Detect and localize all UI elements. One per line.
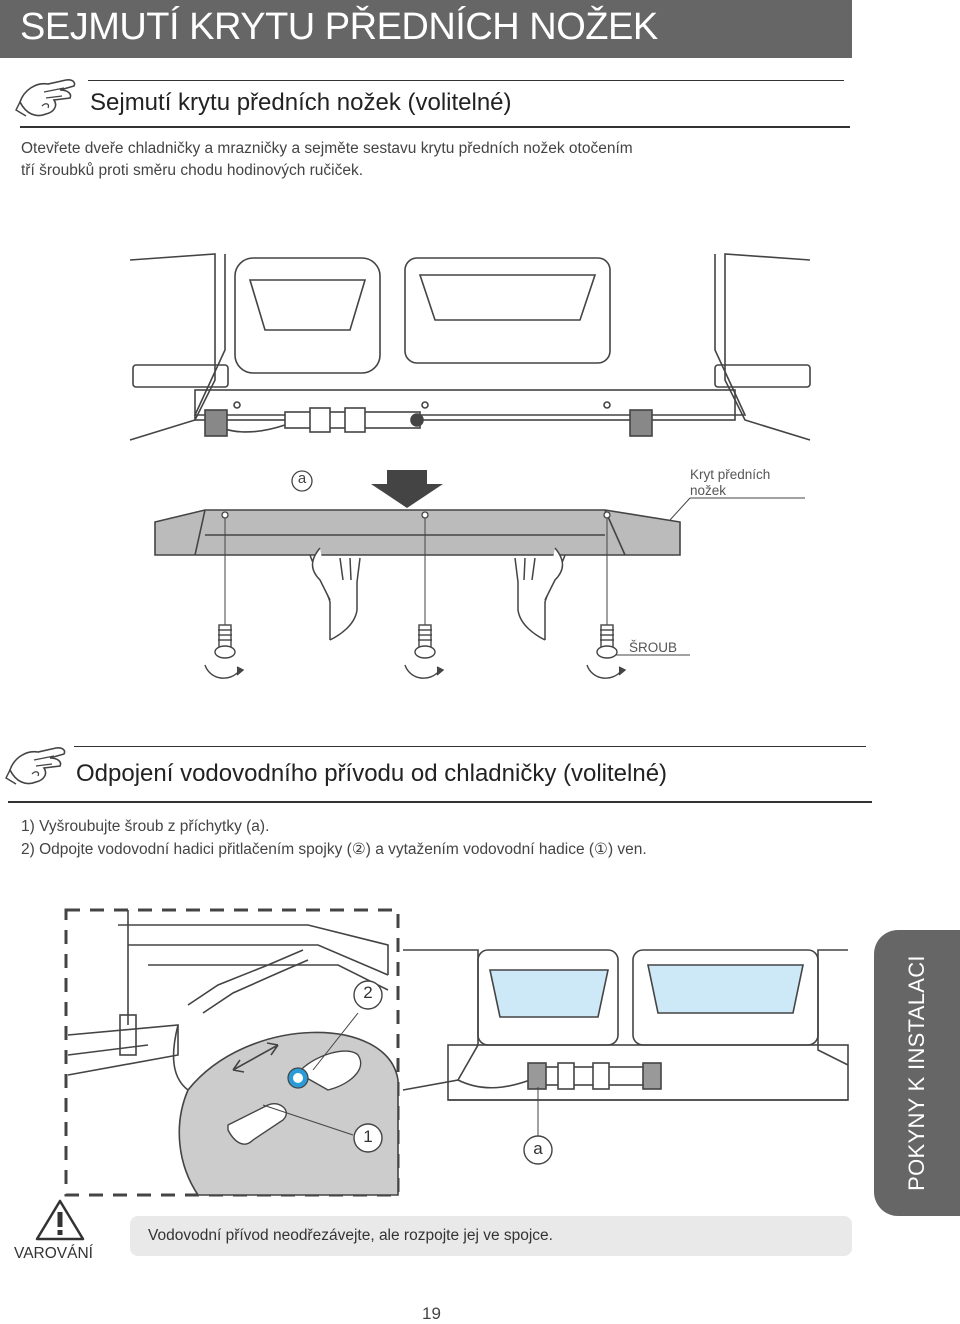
- marker-a-fig2: a: [533, 1139, 543, 1158]
- heading-rule-bottom: [20, 126, 850, 128]
- section1-heading: Sejmutí krytu předních nožek (volitelné): [90, 89, 512, 116]
- section1-body-line2: tří šroubků proti směru chodu hodinových…: [21, 162, 364, 179]
- screw-label: ŠROUB: [629, 640, 678, 655]
- side-tab-label: POKYNY K INSTALACI: [904, 955, 929, 1191]
- cover-removal-illustration: [129, 253, 811, 679]
- pointing-hand-icon: [15, 79, 76, 117]
- warning-label: VAROVÁNÍ: [14, 1245, 93, 1262]
- pointing-hand-icon: [5, 747, 66, 785]
- warning-triangle-icon: [35, 1199, 85, 1241]
- cover-label-line1: Kryt předních: [690, 467, 771, 482]
- section2-step1: 1) Vyšroubujte šroub z příchytky (a).: [21, 818, 270, 835]
- cover-label-line2: nožek: [690, 483, 727, 498]
- heading-rule-top: [88, 80, 844, 81]
- page-number: 19: [422, 1304, 441, 1323]
- warning-box: [130, 1216, 852, 1256]
- side-tab: POKYNY K INSTALACI: [874, 930, 960, 1216]
- page-title: SEJMUTÍ KRYTU PŘEDNÍCH NOŽEK: [20, 6, 658, 48]
- marker-a-fig1: a: [297, 470, 307, 487]
- heading-rule-bottom: [8, 801, 872, 803]
- title-bar: [0, 0, 852, 58]
- section2-heading: Odpojení vodovodního přívodu od chladnič…: [76, 760, 668, 787]
- section2-step2: 2) Odpojte vodovodní hadici přitlačením …: [21, 841, 647, 858]
- heading-rule-top: [74, 746, 866, 747]
- section1-body-line1: Otevřete dveře chladničky a mrazničky a …: [21, 140, 633, 157]
- water-disconnect-illustration: [64, 908, 849, 1197]
- marker-1-fig2: 1: [363, 1127, 373, 1146]
- warning-text: Vodovodní přívod neodřezávejte, ale rozp…: [148, 1227, 553, 1244]
- marker-2-fig2: 2: [363, 983, 373, 1002]
